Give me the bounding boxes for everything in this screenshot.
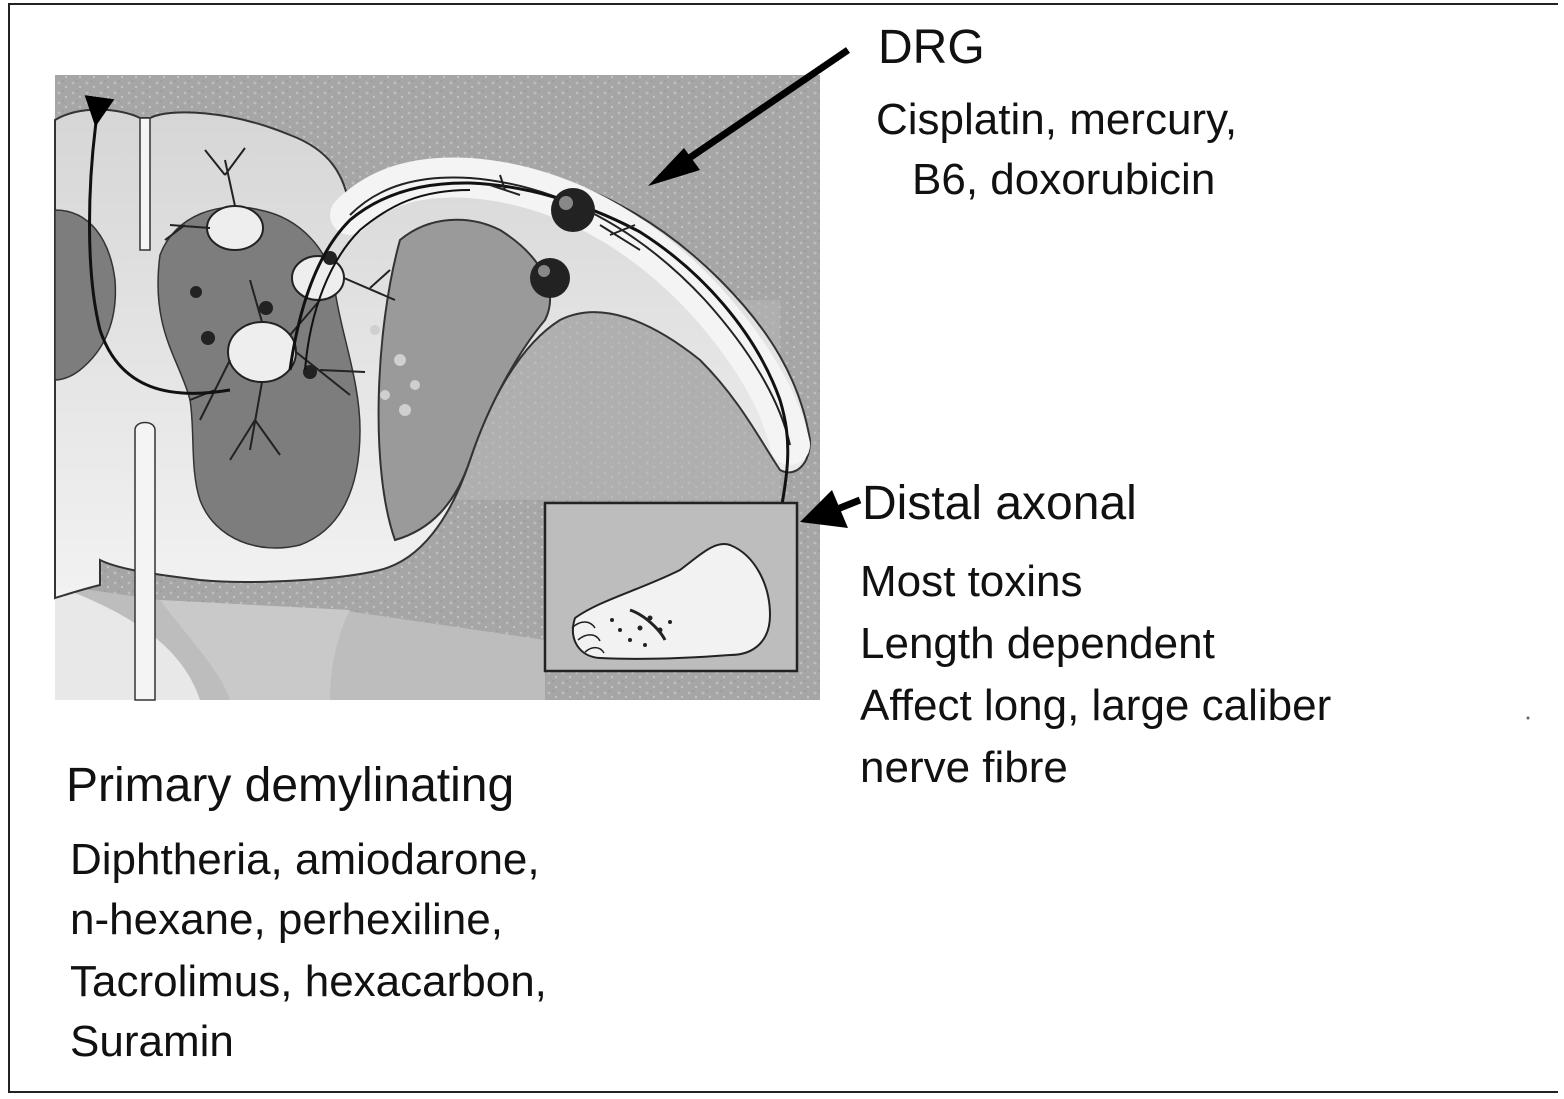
distal-axonal-title: Distal axonal [862,480,1137,528]
drg-line-1: Cisplatin, mercury, [876,98,1237,142]
distal-axonal-line-4: nerve fibre [860,746,1068,790]
primary-demyelinating-line-1: Diphtheria, amiodarone, [70,838,540,882]
primary-demyelinating-line-3: Tacrolimus, hexacarbon, [70,960,547,1004]
primary-demyelinating-title: Primary demylinating [66,762,514,810]
primary-demyelinating-line-2: n-hexane, perhexiline, [70,898,503,942]
drg-line-2: B6, doxorubicin [912,158,1215,202]
drg-title: DRG [878,24,985,72]
foot-inset [545,503,797,671]
distal-axonal-line-3: Affect long, large caliber [860,684,1331,728]
distal-axonal-line-1: Most toxins [860,560,1083,604]
distal-axonal-line-2: Length dependent [860,622,1215,666]
primary-demyelinating-line-4: Suramin [70,1020,234,1064]
